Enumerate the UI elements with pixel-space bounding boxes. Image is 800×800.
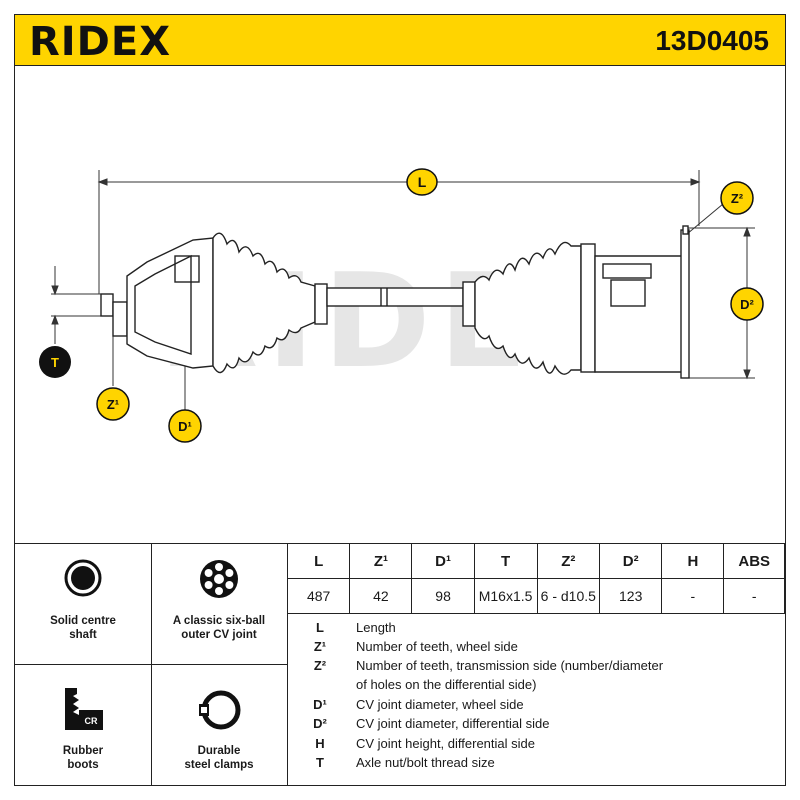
six-ball-cv-joint-icon (200, 560, 238, 598)
t-dimension (51, 266, 107, 344)
spec-value-H: - (661, 578, 725, 614)
svg-text:T: T (51, 355, 59, 370)
spec-value-ABS: - (723, 578, 785, 614)
spec-header-D1: D¹ (411, 543, 475, 579)
drive-shaft (100, 225, 690, 379)
spec-header-D2: D² (599, 543, 663, 579)
legend-item: of holes on the differential side) (356, 677, 537, 692)
spec-value-Z2: 6 - d10.5 (536, 578, 601, 614)
feature-steel-clamps: Durable steel clamps (151, 686, 287, 772)
spec-header-L: L (286, 543, 351, 579)
svg-text:CR: CR (85, 716, 98, 726)
spec-value-T: M16x1.5 (473, 578, 538, 614)
brand-logo: RIDEX (29, 19, 172, 65)
feature-rubber-boots: CR Rubber boots (15, 686, 151, 772)
spec-value-L: 487 (286, 578, 351, 614)
dim-label-Z1: Z¹ (96, 387, 130, 421)
spec-header-ABS: ABS (723, 543, 785, 579)
solid-centre-shaft-icon (64, 559, 102, 597)
dim-label-T: T (39, 346, 71, 378)
spec-header-row: L Z¹ D¹ T Z² D² H ABS (286, 543, 785, 579)
spec-table: L Z¹ D¹ T Z² D² H ABS 487 42 98 M16x1.5 … (286, 543, 785, 614)
dim-label-D2: D² (730, 287, 764, 321)
spec-value-D2: 123 (599, 578, 663, 614)
svg-text:L: L (418, 174, 427, 190)
spec-header-H: H (661, 543, 725, 579)
svg-text:D¹: D¹ (178, 419, 192, 434)
dim-label-L: L (406, 168, 438, 196)
drive-shaft-drawing: RIDEX (39, 168, 764, 443)
info-panel: Solid centre shaft A classic six-ball ou… (14, 543, 786, 786)
spec-header-Z2: Z² (536, 543, 601, 579)
svg-text:Z¹: Z¹ (107, 397, 119, 412)
spec-value-Z1: 42 (349, 578, 413, 614)
svg-text:D²: D² (740, 297, 754, 312)
feature-solid-shaft: Solid centre shaft (15, 558, 151, 642)
part-number: 13D0405 (655, 25, 769, 56)
spec-header-T: T (473, 543, 538, 579)
header-bar: RIDEX 13D0405 (14, 14, 786, 66)
spec-value-row: 487 42 98 M16x1.5 6 - d10.5 123 - - (286, 578, 785, 614)
dim-label-D1: D¹ (168, 409, 202, 443)
spec-value-D1: 98 (411, 578, 475, 614)
dim-label-Z2: Z² (720, 181, 754, 215)
drawing-area: RIDEX (14, 66, 786, 544)
length-dimension (97, 170, 701, 294)
steel-clamp-icon (199, 690, 241, 730)
spec-header-Z1: Z¹ (349, 543, 413, 579)
feature-six-ball-joint: A classic six-ball outer CV joint (151, 558, 287, 642)
svg-text:Z²: Z² (731, 191, 744, 206)
rubber-boot-icon: CR (65, 688, 103, 730)
